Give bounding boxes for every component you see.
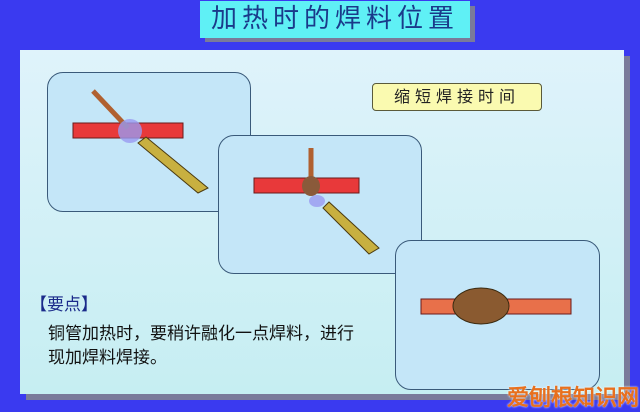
key-point-heading: 【要点】 (30, 295, 98, 315)
shorten-weld-time-label: 缩短焊接时间 (372, 83, 542, 111)
finished-joint-illustration (420, 287, 572, 325)
illustration-step-2 (218, 135, 422, 274)
illustration-step-3 (395, 240, 600, 390)
torch-heating-pipe-illustration (72, 89, 209, 194)
watermark: 爱刨根知识网 (507, 386, 640, 411)
key-point-description: 铜管加热时，要稍许融化一点焊料，进行现加焊料焊接。 (48, 324, 354, 368)
solder-melting-illustration (253, 148, 380, 255)
slide-title: 加热时的焊料位置 (200, 1, 470, 38)
